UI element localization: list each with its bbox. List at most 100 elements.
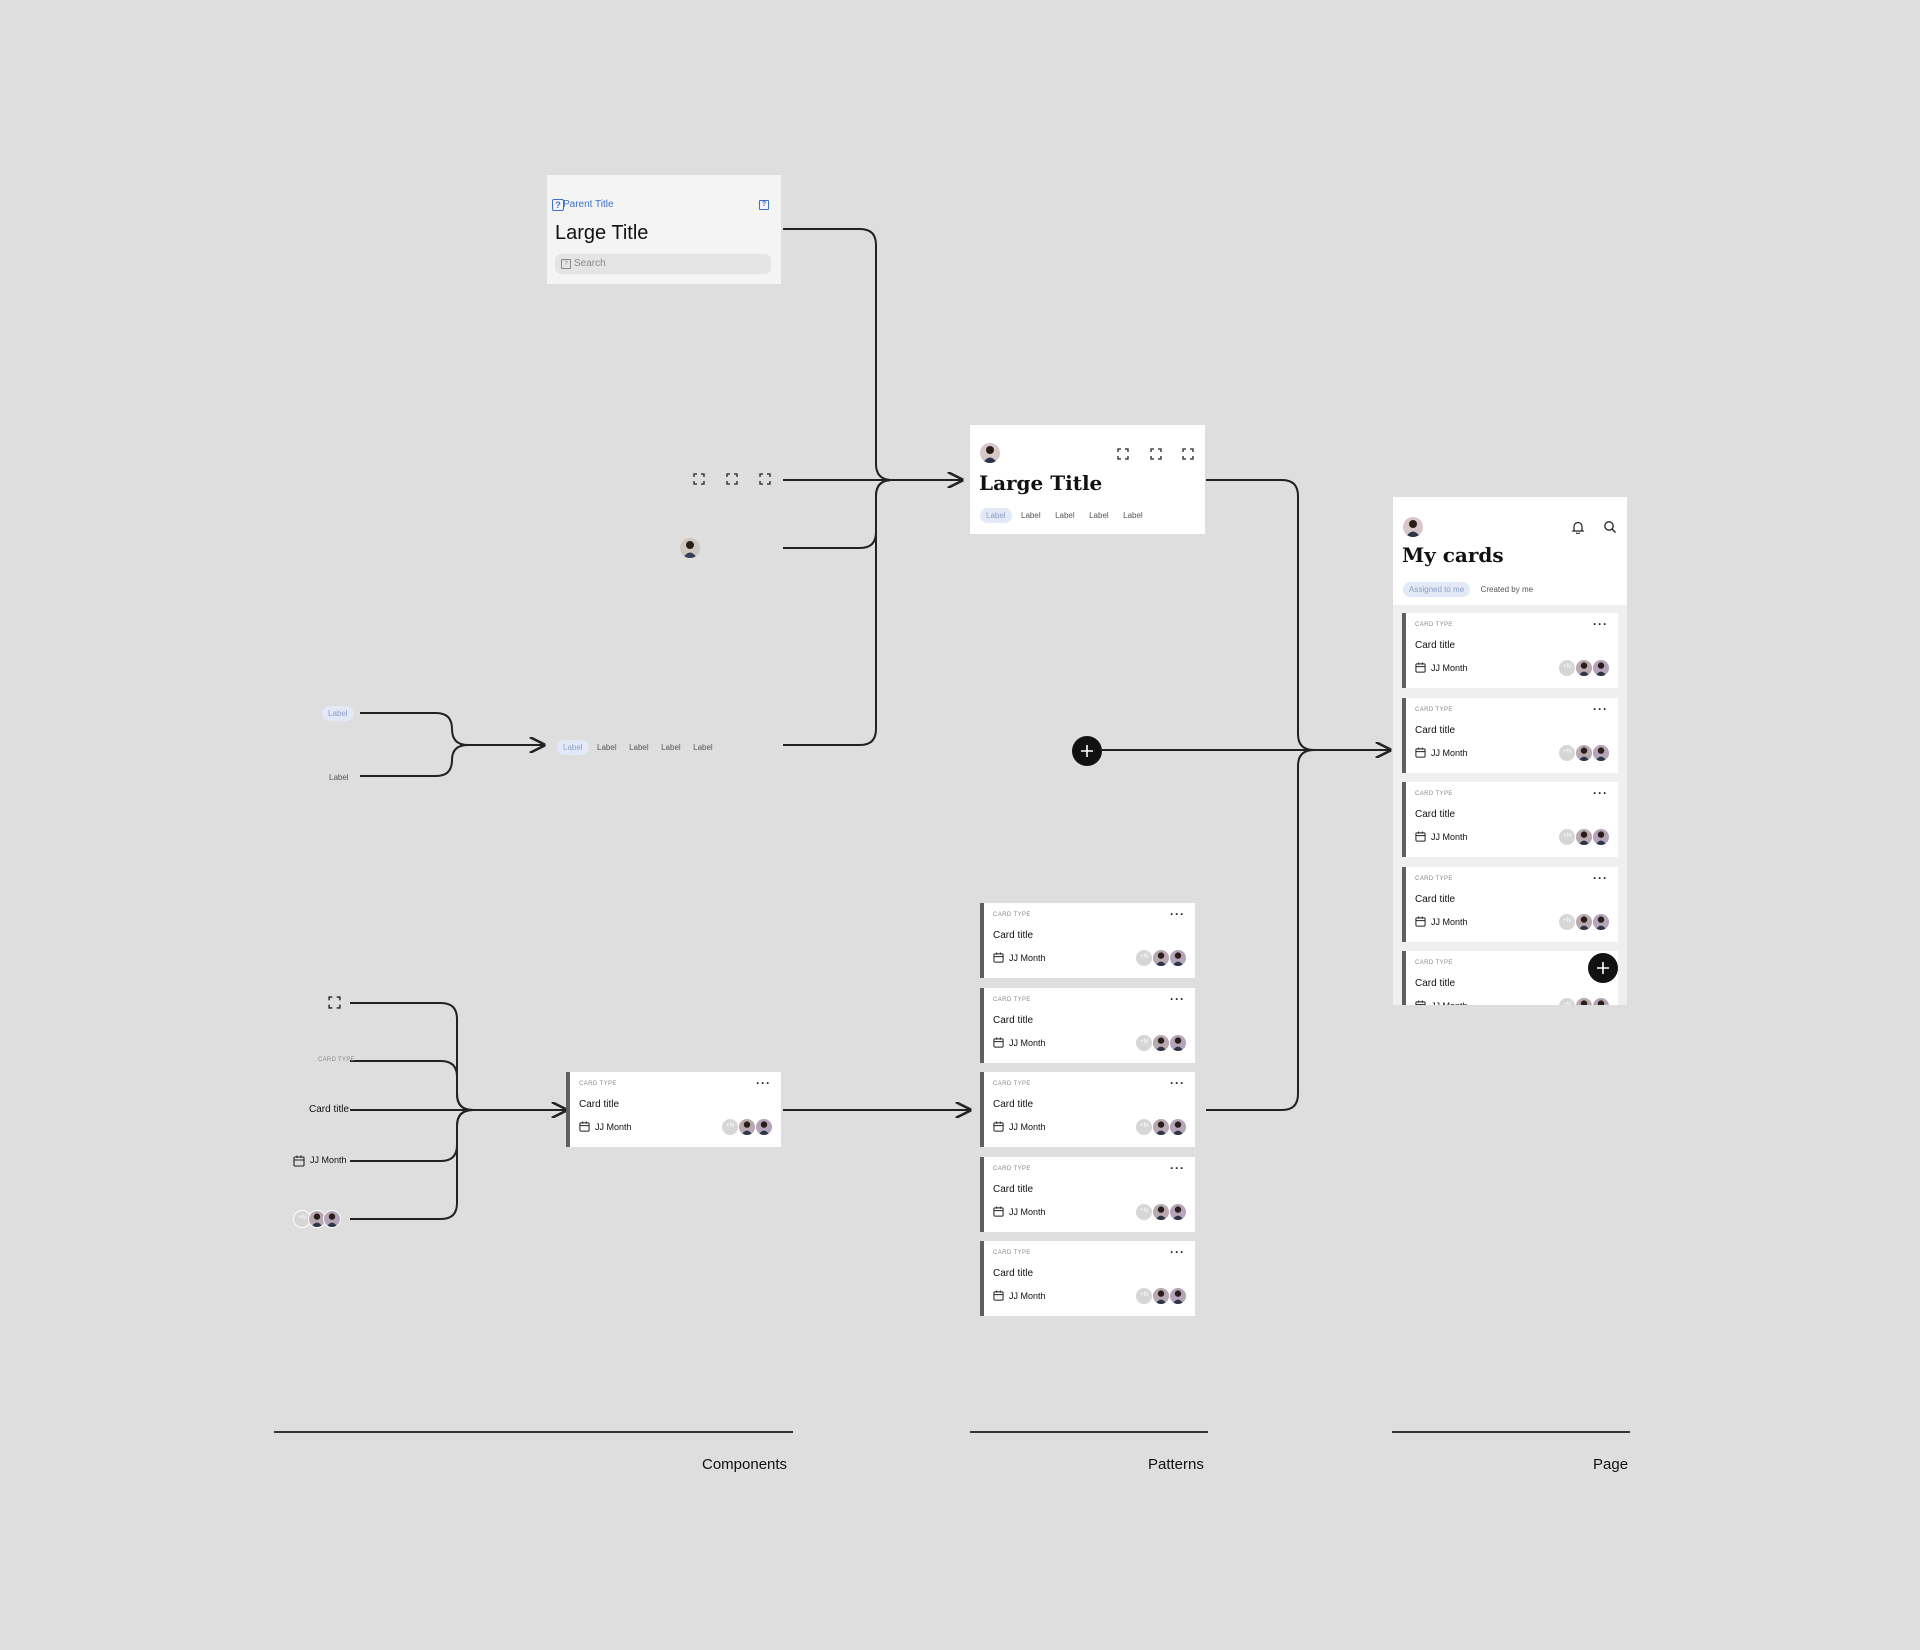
card-date: JJ Month xyxy=(1009,1291,1046,1301)
calendar-icon xyxy=(993,1121,1004,1132)
more-horizontal-icon[interactable]: ··· xyxy=(1593,701,1608,716)
more-horizontal-icon[interactable]: ··· xyxy=(1170,907,1185,921)
scan-icon[interactable] xyxy=(693,473,705,485)
calendar-icon xyxy=(1415,915,1426,927)
calendar-icon xyxy=(993,1290,1004,1301)
tab-assigned-to-me[interactable]: Assigned to me xyxy=(1403,582,1471,597)
bell-icon[interactable] xyxy=(1571,520,1585,534)
connector-avatar xyxy=(783,479,893,549)
scan-icon[interactable] xyxy=(1117,448,1129,460)
card-date: JJ Month xyxy=(1431,916,1468,927)
fab-button[interactable] xyxy=(1588,953,1618,983)
card-type: CARD TYPE xyxy=(1415,960,1453,966)
card-component[interactable]: CARD TYPE ··· Card title JJ Month +N xyxy=(566,1072,781,1147)
tab[interactable]: Label xyxy=(1055,511,1075,520)
parent-title-link[interactable]: Parent Title xyxy=(563,199,614,210)
more-horizontal-icon[interactable]: ··· xyxy=(1593,617,1608,631)
card-type: CARD TYPE xyxy=(993,1165,1031,1172)
help-square-icon[interactable]: ? xyxy=(759,200,769,210)
more-horizontal-icon[interactable]: ··· xyxy=(1170,1076,1185,1090)
avatar xyxy=(1592,912,1610,931)
help-square-icon[interactable]: ? xyxy=(552,199,564,211)
avatar xyxy=(1575,743,1593,762)
avatar-more: +N xyxy=(1558,828,1576,846)
card-type: CARD TYPE xyxy=(1415,706,1453,713)
avatar xyxy=(755,1118,773,1136)
scan-icon[interactable] xyxy=(1150,448,1162,460)
connector-pill-unselected xyxy=(360,744,469,777)
tab[interactable]: Label xyxy=(1123,511,1143,520)
more-horizontal-icon[interactable]: ··· xyxy=(1593,786,1608,800)
fab-button[interactable] xyxy=(1072,736,1102,766)
calendar-icon xyxy=(993,1205,1004,1217)
card-title-part: Card title xyxy=(309,1104,350,1115)
card-title: Card title xyxy=(993,1268,1034,1279)
tab[interactable]: Label xyxy=(980,508,1012,523)
help-square-icon: ? xyxy=(561,259,571,269)
pill-tab[interactable]: Label xyxy=(693,743,713,752)
more-horizontal-icon[interactable]: ··· xyxy=(756,1076,771,1090)
calendar-icon xyxy=(1415,1000,1426,1005)
pill-selected[interactable]: Label xyxy=(322,706,354,721)
page-screen: My cards Assigned to me Created by me CA… xyxy=(1393,497,1627,1005)
calendar-icon xyxy=(1415,746,1426,758)
card-title: Card title xyxy=(579,1099,620,1110)
section-label-components: Components xyxy=(702,1456,788,1473)
tab[interactable]: Label xyxy=(1089,511,1109,520)
scan-icon[interactable] xyxy=(726,473,738,485)
avatar-group: +N xyxy=(1135,1033,1187,1052)
card-title: Card title xyxy=(1415,978,1456,989)
card-date: JJ Month xyxy=(1431,663,1468,673)
card-title: Card title xyxy=(1415,640,1456,651)
avatar-group: +N xyxy=(1135,1118,1187,1136)
avatar xyxy=(1575,912,1593,931)
card-title: Card title xyxy=(1415,893,1456,905)
card-title: Card title xyxy=(993,1183,1034,1195)
avatar[interactable] xyxy=(980,443,1000,463)
calendar-icon xyxy=(993,952,1004,963)
pill-tab[interactable]: Label xyxy=(629,743,649,752)
more-horizontal-icon[interactable]: ··· xyxy=(1170,1160,1185,1175)
pill-tab[interactable]: Label xyxy=(661,743,681,752)
page-header: My cards Assigned to me Created by me xyxy=(1393,497,1627,605)
pill-unselected[interactable]: Label xyxy=(329,773,349,782)
avatar[interactable] xyxy=(1403,517,1423,537)
avatar-more: +N xyxy=(1135,1118,1153,1136)
avatar xyxy=(1169,1202,1187,1221)
avatar xyxy=(1575,659,1593,677)
pill-tab[interactable]: Label xyxy=(597,743,617,752)
search-field[interactable]: ? Search xyxy=(555,254,771,274)
avatar xyxy=(1169,1287,1187,1305)
tab[interactable]: Label xyxy=(1021,511,1041,520)
card-date: JJ Month xyxy=(1009,1037,1046,1048)
search-placeholder: Search xyxy=(574,258,606,269)
more-horizontal-icon[interactable]: ··· xyxy=(1593,870,1608,885)
avatar-more: +N xyxy=(1558,659,1576,677)
connector-nav-header xyxy=(783,228,893,481)
more-horizontal-icon[interactable]: ··· xyxy=(1170,991,1185,1006)
scan-icon[interactable] xyxy=(759,473,771,485)
scan-icon[interactable] xyxy=(1182,448,1194,460)
pill-tab[interactable]: Label xyxy=(557,740,589,755)
card-type: CARD TYPE xyxy=(1415,791,1453,797)
card-title: Card title xyxy=(993,930,1034,941)
large-title: Large Title xyxy=(555,222,649,244)
calendar-icon xyxy=(1415,831,1426,842)
tab-created-by-me[interactable]: Created by me xyxy=(1480,585,1534,594)
connector-part-type xyxy=(350,1060,474,1111)
search-icon[interactable] xyxy=(1603,520,1617,534)
avatar-group: +N xyxy=(1558,997,1610,1005)
avatar[interactable] xyxy=(680,538,700,558)
connector-part-avatars xyxy=(350,1109,474,1220)
more-horizontal-icon[interactable]: ··· xyxy=(1170,1245,1185,1259)
